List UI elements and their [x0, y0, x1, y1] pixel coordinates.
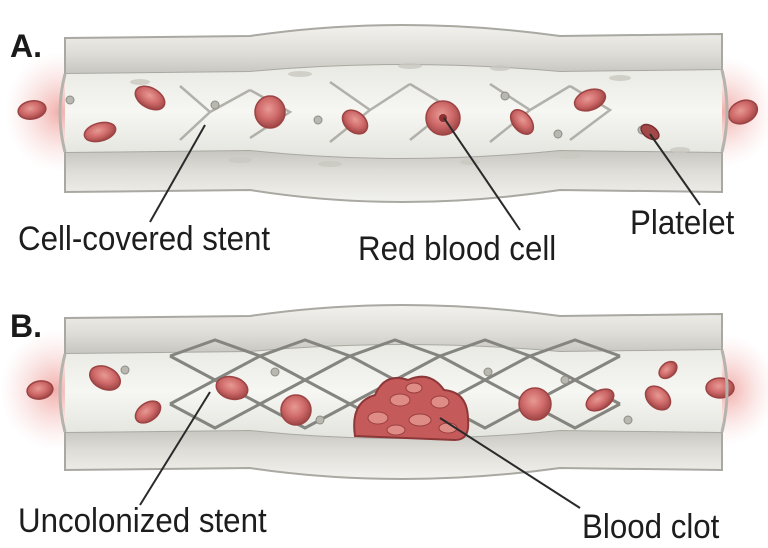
red-blood-cell — [519, 388, 551, 420]
panel-a-letter: A. — [10, 30, 42, 62]
panel-b-vessel — [0, 305, 768, 479]
red-blood-cell — [706, 378, 734, 398]
label-cell-covered-stent: Cell-covered stent — [18, 222, 270, 256]
panel-b-letter: B. — [10, 310, 42, 342]
label-blood-clot: Blood clot — [582, 510, 719, 544]
red-blood-cell — [281, 395, 311, 425]
label-platelet: Platelet — [630, 206, 734, 240]
label-uncolonized-stent: Uncolonized stent — [18, 504, 267, 538]
red-blood-cell — [255, 96, 285, 128]
panel-a-vessel — [5, 25, 768, 202]
label-red-blood-cell: Red blood cell — [358, 232, 556, 266]
